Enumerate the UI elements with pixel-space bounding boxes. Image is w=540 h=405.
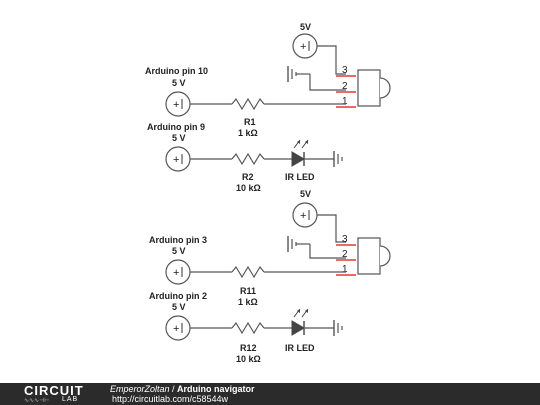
source-2-title-b: Arduino pin 2	[149, 291, 207, 301]
resistor-r2-icon	[231, 153, 265, 165]
logo-text-top: CIRCUIT	[24, 383, 84, 398]
credit-separator: /	[169, 384, 178, 394]
resistor-r12-icon	[231, 322, 265, 334]
circuitlab-logo[interactable]: CIRCUIT ∿∿∿⊣⊢ LAB	[24, 384, 96, 404]
logo-wave-icon: ∿∿∿⊣⊢	[24, 398, 50, 404]
pin-3-label-a: 3	[342, 65, 348, 76]
pin-1-label-a: 1	[342, 96, 348, 107]
ground-icon-a2	[333, 150, 343, 168]
source-1-icon-a	[165, 91, 191, 117]
source-1-title-b: Arduino pin 3	[149, 235, 207, 245]
led-label-b: IR LED	[285, 343, 315, 353]
ir-led-icon-b	[291, 308, 309, 336]
ir-receiver-icon-a	[357, 69, 391, 107]
circuit-a: 5V 3 2 1 Arduino pin 10 5 V R1 1 kΩ Ardu…	[145, 22, 391, 193]
ir-led-icon-a	[291, 139, 309, 167]
credit-line: EmperorZoltan / Arduino navigator	[110, 384, 255, 394]
ir-receiver-icon-b	[357, 237, 391, 275]
pin-3-label-b: 3	[342, 234, 348, 245]
ground-icon-a1	[287, 65, 297, 83]
circuit-url-link[interactable]: http://circuitlab.com/c58544w	[112, 394, 229, 404]
supply-label-a: 5V	[300, 22, 311, 32]
source-1-voltage-b: 5 V	[172, 246, 186, 256]
source-2-voltage-a: 5 V	[172, 133, 186, 143]
footer-bar: CIRCUIT ∿∿∿⊣⊢ LAB EmperorZoltan / Arduin…	[0, 383, 540, 405]
source-2-title-a: Arduino pin 9	[147, 122, 205, 132]
pin-2-label-b: 2	[342, 249, 348, 260]
resistor-r11-icon	[231, 266, 265, 278]
pin-2-label-a: 2	[342, 81, 348, 92]
resistor-r11-value: 1 kΩ	[238, 297, 258, 307]
ground-icon-b1	[287, 235, 297, 253]
logo-text-bottom: LAB	[62, 396, 79, 403]
author-name[interactable]: EmperorZoltan	[110, 384, 170, 394]
pin-1-label-b: 1	[342, 264, 348, 275]
circuit-title[interactable]: Arduino navigator	[177, 384, 255, 394]
source-1-title-a: Arduino pin 10	[145, 66, 208, 76]
source-2-icon-b	[165, 315, 191, 341]
supply-label-b: 5V	[300, 189, 311, 199]
source-2-icon-a	[165, 146, 191, 172]
resistor-r1-value: 1 kΩ	[238, 128, 258, 138]
source-2-voltage-b: 5 V	[172, 302, 186, 312]
resistor-r12-value: 10 kΩ	[236, 354, 261, 364]
supply-source-icon-b	[292, 202, 318, 228]
ground-icon-b2	[333, 319, 343, 337]
resistor-r11-name: R11	[240, 286, 256, 296]
source-1-voltage-a: 5 V	[172, 78, 186, 88]
resistor-r1-name: R1	[244, 117, 256, 127]
source-1-icon-b	[165, 259, 191, 285]
resistor-r2-value: 10 kΩ	[236, 183, 261, 193]
led-label-a: IR LED	[285, 172, 315, 182]
resistor-r1-icon	[231, 98, 265, 110]
schematic-canvas: + 5V	[145, 22, 391, 364]
supply-source-icon-a	[292, 33, 318, 59]
circuit-b: 5V 3 2 1 Arduino pin 3 5 V R11 1 kΩ Ardu…	[149, 189, 391, 364]
resistor-r2-name: R2	[242, 172, 254, 182]
resistor-r12-name: R12	[240, 343, 257, 353]
